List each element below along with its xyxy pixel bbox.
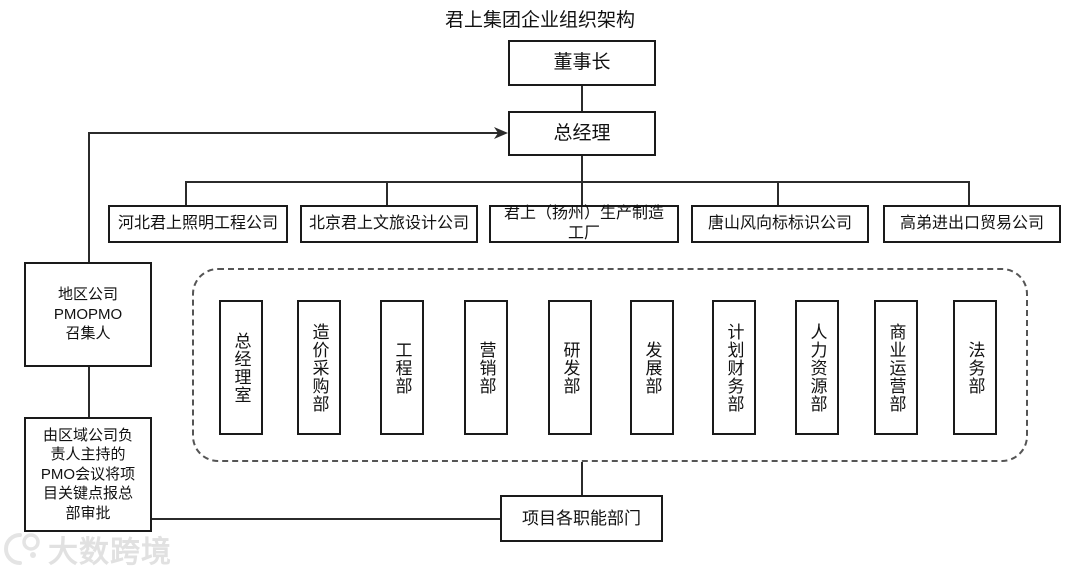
node-department-3-label: 营销部	[476, 340, 496, 395]
node-department-9-label: 法务部	[965, 340, 985, 395]
node-general-manager[interactable]: 总经理	[508, 111, 656, 156]
watermark: 大数跨境	[4, 527, 172, 571]
connector-gm-to-company-bus	[581, 156, 583, 182]
node-department-9[interactable]: 法务部	[953, 300, 997, 435]
connector-bus-to-company-1	[386, 181, 388, 205]
connector-bus-to-company-4	[968, 181, 970, 205]
connector-bus-to-company-2	[581, 181, 583, 205]
node-department-5-label: 发展部	[642, 340, 662, 395]
connector-convener-to-meeting	[88, 367, 90, 417]
node-department-2[interactable]: 工程部	[380, 300, 424, 435]
node-company-4[interactable]: 高弟进出口贸易公司	[883, 205, 1061, 243]
node-department-5[interactable]: 发展部	[630, 300, 674, 435]
node-company-3-label: 唐山风向标标识公司	[707, 215, 852, 232]
connector-chairman-to-gm	[581, 86, 583, 111]
node-pmo-meeting-text: 由区域公司负 责人主持的 PMO会议将项 目关键点报总 部审批	[41, 426, 135, 524]
node-pmo-convener-line-0: 地区公司	[57, 286, 118, 304]
node-company-4-label: 高弟进出口贸易公司	[899, 215, 1044, 232]
node-pmo-meeting[interactable]: 由区域公司负 责人主持的 PMO会议将项 目关键点报总 部审批	[24, 417, 152, 532]
node-department-3[interactable]: 营销部	[464, 300, 508, 435]
node-pmo-meeting-line-3: 目关键点报总	[42, 485, 133, 503]
node-department-7-label: 人力资源部	[807, 322, 827, 413]
node-chairman-label: 董事长	[553, 52, 611, 74]
watermark-text: 大数跨境	[48, 536, 172, 569]
node-department-6[interactable]: 计划财务部	[712, 300, 756, 435]
node-company-1-label: 北京君上文旅设计公司	[308, 215, 469, 232]
node-department-8-label: 商业运营部	[886, 322, 906, 413]
node-pmo-convener[interactable]: 地区公司 PMOPMO 召集人	[24, 262, 152, 367]
node-pmo-meeting-line-1: 责人主持的	[50, 446, 126, 464]
node-department-8[interactable]: 商业运营部	[874, 300, 918, 435]
connector-meeting-to-functional	[150, 518, 502, 520]
connector-gm-feed-vertical	[88, 132, 90, 262]
node-general-manager-label: 总经理	[553, 122, 611, 144]
node-pmo-meeting-line-2: PMO会议将项	[40, 465, 136, 483]
node-pmo-convener-line-1: PMOPMO	[53, 305, 123, 323]
node-department-0-label: 总经理室	[231, 331, 251, 404]
node-department-0[interactable]: 总经理室	[219, 300, 263, 435]
node-department-2-label: 工程部	[392, 340, 412, 395]
node-pmo-convener-text: 地区公司 PMOPMO 召集人	[54, 285, 122, 344]
node-department-1[interactable]: 造价采购部	[297, 300, 341, 435]
node-company-0-label: 河北君上照明工程公司	[117, 215, 278, 232]
node-pmo-meeting-line-0: 由区域公司负	[42, 426, 133, 444]
department-group-outline	[192, 268, 1028, 462]
connector-pmo-to-gm-horizontal	[88, 132, 500, 134]
node-functional-departments-label: 项目各职能部门	[522, 508, 641, 528]
node-department-1-label: 造价采购部	[309, 322, 329, 413]
page-title: 君上集团企业组织架构	[444, 10, 635, 31]
arrowhead-into-general-manager	[494, 127, 508, 139]
node-pmo-meeting-line-4: 部审批	[65, 504, 111, 522]
node-department-4[interactable]: 研发部	[548, 300, 592, 435]
node-chairman[interactable]: 董事长	[508, 40, 656, 86]
connector-dept-group-to-functional	[581, 462, 583, 495]
node-company-0[interactable]: 河北君上照明工程公司	[108, 205, 288, 243]
node-company-3[interactable]: 唐山风向标标识公司	[691, 205, 869, 243]
node-department-6-label: 计划财务部	[724, 322, 744, 413]
connector-bus-to-company-3	[777, 181, 779, 205]
node-department-7[interactable]: 人力资源部	[795, 300, 839, 435]
company-bus-line	[185, 181, 969, 183]
connector-bus-to-company-0	[185, 181, 187, 205]
ring-logo-icon	[4, 533, 40, 565]
node-company-2-label: 君上（扬州）生产制造工厂	[503, 205, 664, 242]
node-company-1[interactable]: 北京君上文旅设计公司	[300, 205, 478, 243]
node-department-4-label: 研发部	[560, 340, 580, 395]
node-company-2[interactable]: 君上（扬州）生产制造工厂	[489, 205, 679, 243]
node-pmo-convener-line-2: 召集人	[65, 325, 111, 343]
node-functional-departments[interactable]: 项目各职能部门	[500, 495, 663, 542]
